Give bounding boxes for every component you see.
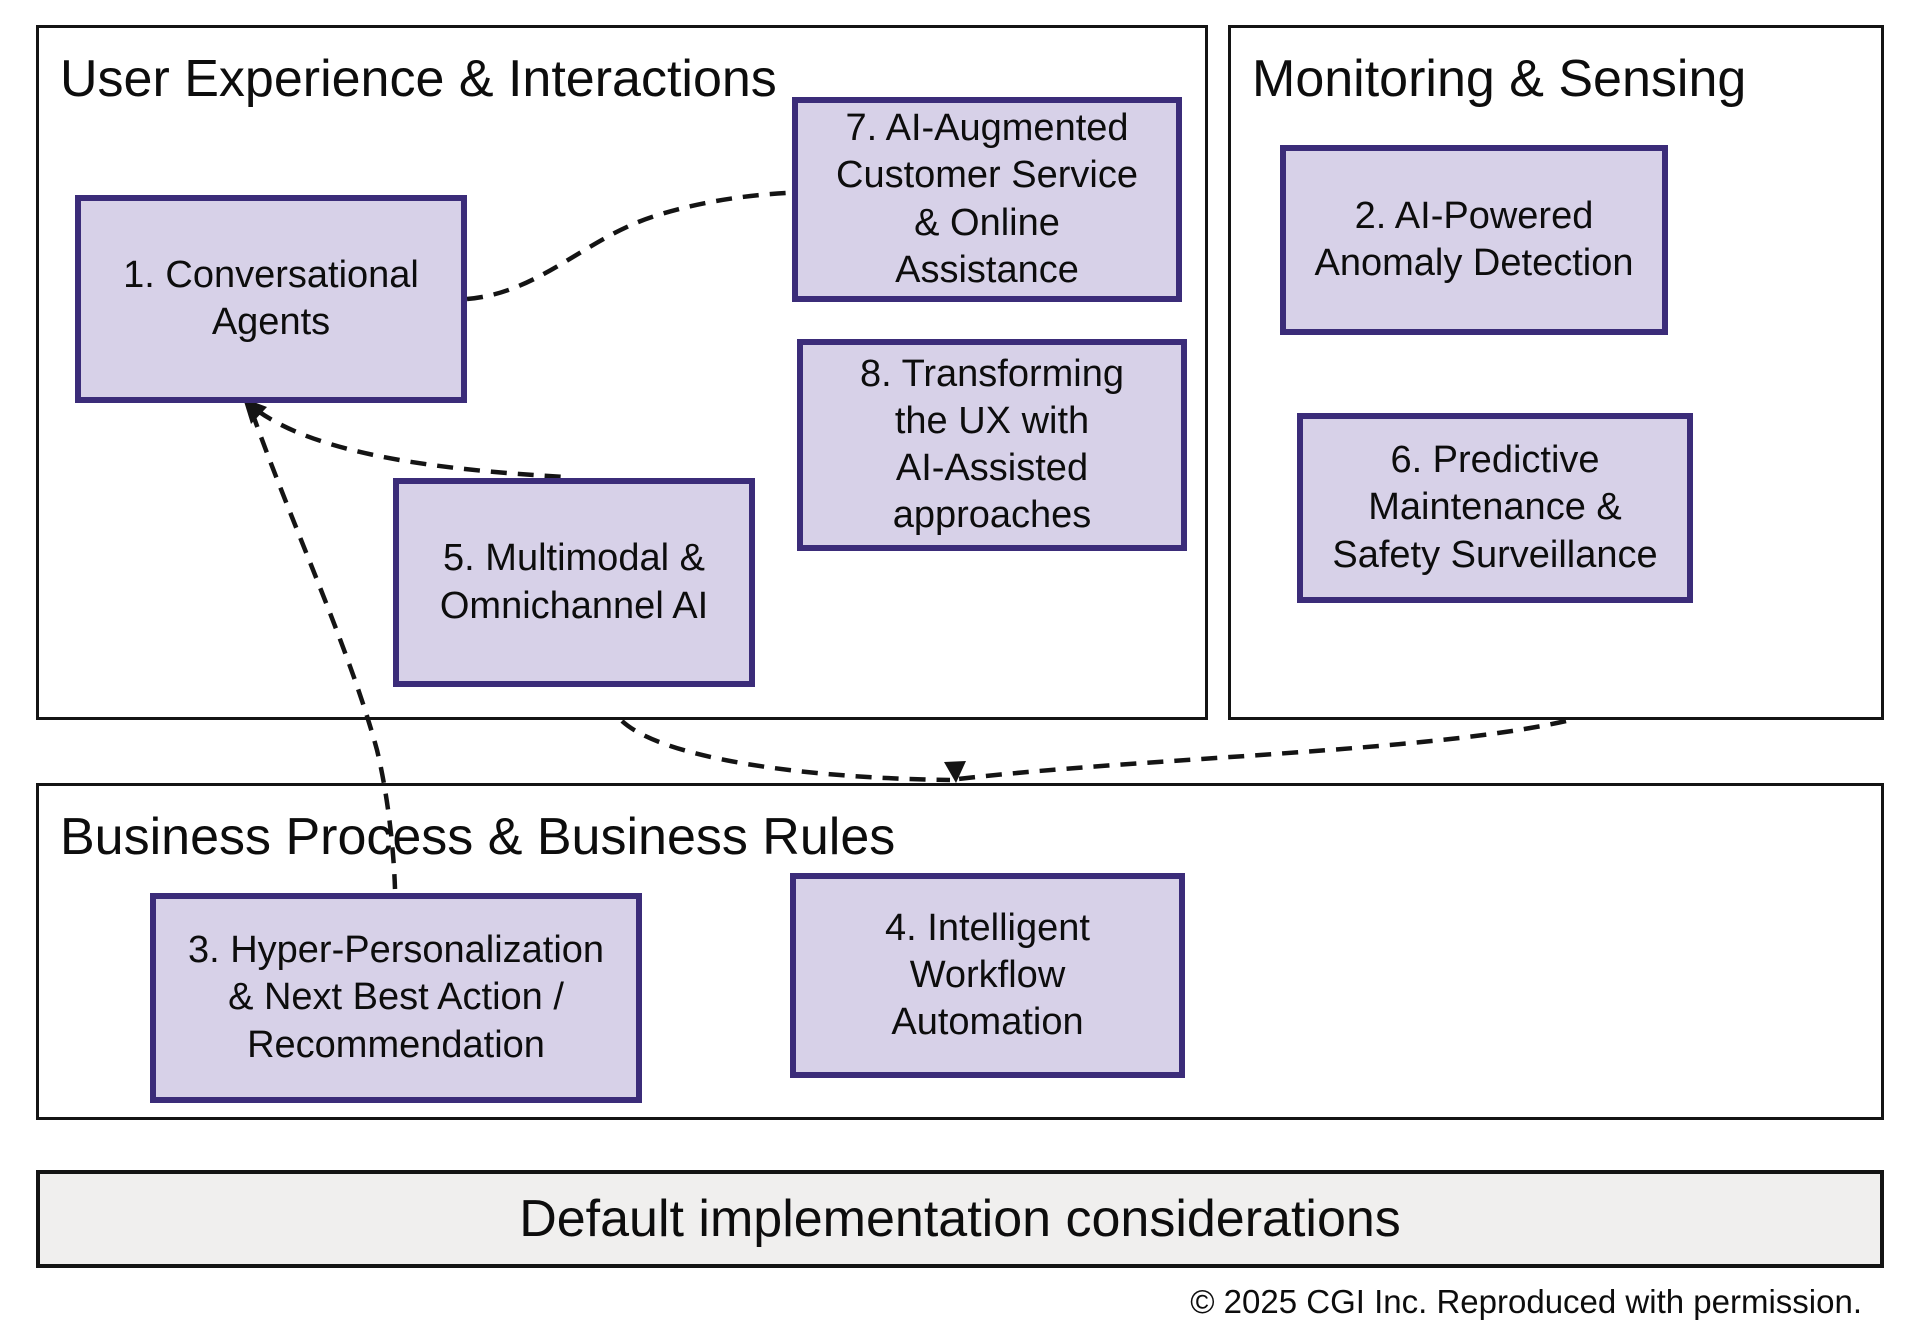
section-title-business-process: Business Process & Business Rules: [60, 808, 896, 866]
box-6-label: 6. Predictive Maintenance & Safety Surve…: [1332, 439, 1658, 576]
box-2-label: 2. AI-Powered Anomaly Detection: [1314, 194, 1634, 284]
box-5-multimodal-omnichannel: 5. Multimodal & Omnichannel AI: [393, 478, 755, 687]
box-3-hyper-personalization: 3. Hyper-Personalization & Next Best Act…: [150, 893, 642, 1103]
default-implementation-bar: Default implementation considerations: [36, 1170, 1884, 1268]
section-title-user-experience: User Experience & Interactions: [60, 50, 777, 108]
box-2-anomaly-detection: 2. AI-Powered Anomaly Detection: [1280, 145, 1668, 335]
box-6-predictive-maintenance: 6. Predictive Maintenance & Safety Surve…: [1297, 413, 1693, 603]
box-8-label: 8. Transforming the UX with AI-Assisted …: [860, 352, 1124, 537]
box-3-label: 3. Hyper-Personalization & Next Best Act…: [187, 929, 605, 1066]
box-7-ai-augmented-customer-service: 7. AI-Augmented Customer Service & Onlin…: [792, 97, 1182, 302]
container-business-process: [36, 783, 1884, 1120]
box-1-label: 1. Conversational Agents: [123, 253, 419, 343]
container-user-experience: [36, 25, 1208, 720]
box-1-conversational-agents: 1. Conversational Agents: [75, 195, 467, 403]
box-5-label: 5. Multimodal & Omnichannel AI: [439, 537, 709, 627]
container-monitoring-sensing: [1228, 25, 1884, 720]
box-7-label: 7. AI-Augmented Customer Service & Onlin…: [836, 107, 1138, 291]
section-title-monitoring-sensing: Monitoring & Sensing: [1252, 50, 1747, 108]
copyright-notice: © 2025 CGI Inc. Reproduced with permissi…: [1190, 1283, 1862, 1320]
box-4-intelligent-workflow-automation: 4. Intelligent Workflow Automation: [790, 873, 1185, 1078]
connector-monitoring-to-business: [957, 718, 1567, 782]
default-implementation-label: Default implementation considerations: [519, 1190, 1401, 1248]
box-4-label: 4. Intelligent Workflow Automation: [885, 906, 1090, 1044]
box-8-transforming-ux: 8. Transforming the UX with AI-Assisted …: [797, 339, 1187, 551]
connector-ux-to-business: [620, 719, 951, 783]
arrowhead-at-business-container: [944, 761, 966, 783]
